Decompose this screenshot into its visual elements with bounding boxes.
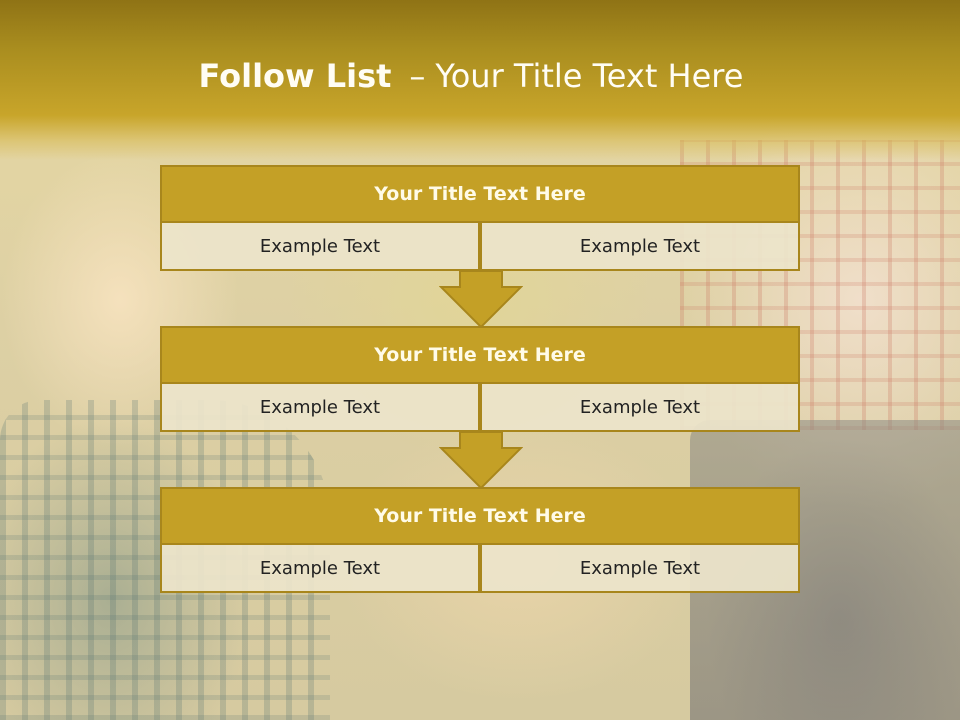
block-cell-left: Example Text: [160, 545, 480, 593]
block-cell-left: Example Text: [160, 223, 480, 271]
page-title: Follow List–Your Title Text Here: [0, 52, 942, 100]
block-title: Your Title Text Here: [160, 326, 800, 384]
title-band: [0, 0, 960, 160]
arrow-down-icon: [439, 271, 523, 329]
block-cell-right: Example Text: [480, 384, 800, 432]
list-block-3: Your Title Text Here Example Text Exampl…: [160, 487, 800, 593]
title-rest: Your Title Text Here: [435, 57, 744, 95]
arrow-down-icon: [439, 432, 523, 490]
block-cell-right: Example Text: [480, 223, 800, 271]
title-separator: –: [409, 57, 426, 95]
title-bold: Follow List: [198, 57, 392, 95]
block-title: Your Title Text Here: [160, 165, 800, 223]
block-cell-right: Example Text: [480, 545, 800, 593]
list-block-1: Your Title Text Here Example Text Exampl…: [160, 165, 800, 271]
block-title: Your Title Text Here: [160, 487, 800, 545]
list-block-2: Your Title Text Here Example Text Exampl…: [160, 326, 800, 432]
block-cell-left: Example Text: [160, 384, 480, 432]
